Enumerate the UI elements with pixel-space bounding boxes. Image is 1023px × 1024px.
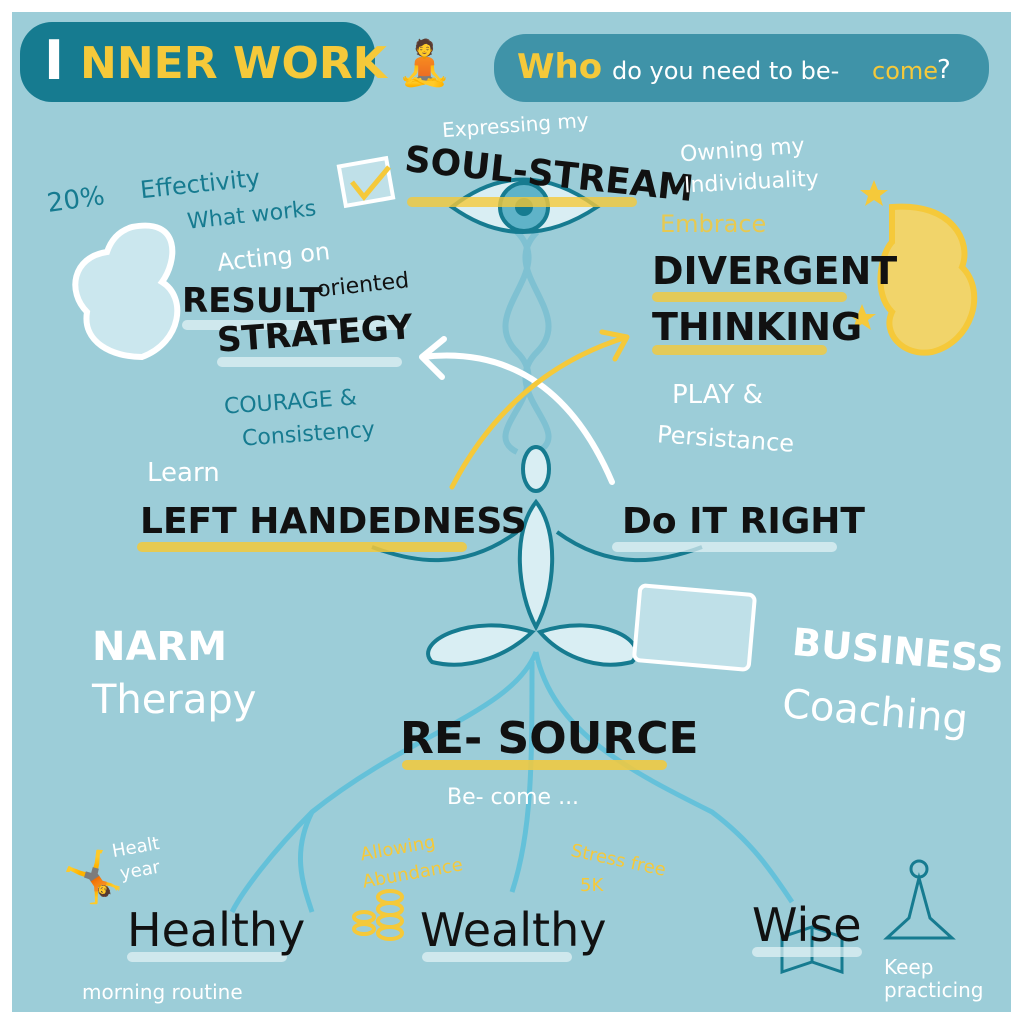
- yellow-arrow-icon: [449, 329, 630, 490]
- title-text: NNER WORK: [80, 38, 387, 89]
- highlight: [407, 197, 637, 207]
- practicing-label: practicing: [884, 978, 984, 1002]
- checkbox-icon: [336, 155, 396, 209]
- highlight: [652, 345, 827, 355]
- brain-left-icon: [72, 222, 181, 361]
- highlight: [182, 320, 407, 330]
- sketch-decorations: [72, 155, 978, 975]
- highlight: [422, 952, 572, 962]
- title-initial: I: [44, 29, 65, 92]
- morning-routine-label: morning routine: [82, 980, 243, 1004]
- sketchnote-canvas: I NNER WORK Who do you need to be- come …: [12, 12, 1011, 1012]
- thinking-heading: THINKING: [652, 305, 863, 349]
- title-banner: [20, 22, 375, 102]
- divergent-heading: DIVERGENT: [652, 249, 898, 293]
- brain-right-icon: [877, 203, 978, 356]
- handstand-figure-icon: 🤸: [62, 848, 125, 906]
- highlight: [127, 952, 287, 962]
- highlight: [137, 542, 467, 552]
- embrace-label: Embrace: [660, 210, 767, 238]
- do-it-right-heading: Do IT RIGHT: [622, 501, 865, 542]
- question-banner: [494, 34, 989, 102]
- keep-label: Keep: [884, 955, 934, 979]
- percent-label: 20%: [45, 181, 107, 219]
- result-heading: RESULT: [182, 281, 323, 321]
- learn-label: Learn: [147, 458, 220, 488]
- question-who: Who: [517, 47, 603, 87]
- left-handedness-heading: LEFT HANDEDNESS: [140, 501, 527, 542]
- coins-icon: [352, 889, 404, 941]
- highlight: [752, 947, 862, 957]
- yoga-figure-icon: [883, 859, 956, 940]
- healthy-heading: Healthy: [127, 903, 306, 957]
- meditating-figure-icon: [371, 445, 703, 667]
- question-mark: ?: [937, 55, 951, 85]
- therapy-heading: Therapy: [92, 677, 257, 723]
- highlight: [402, 760, 667, 770]
- highlight: [217, 357, 402, 367]
- dna-helix-icon: [502, 229, 552, 455]
- resource-heading: RE- SOURCE: [400, 713, 699, 764]
- wealthy-heading: Wealthy: [420, 903, 607, 957]
- highlight: [652, 292, 847, 302]
- meditation-header-icon: 🧘: [397, 38, 452, 89]
- question-mid: do you need to be-: [612, 57, 840, 85]
- star-icons: [848, 180, 888, 330]
- narm-heading: NARM: [92, 624, 228, 670]
- wise-heading: Wise: [752, 898, 862, 952]
- whiteboard-icon: [632, 583, 757, 672]
- become-label: Be- come ...: [447, 785, 580, 810]
- highlight: [612, 542, 837, 552]
- five-k-label: 5K: [580, 875, 604, 896]
- question-come: come: [872, 57, 939, 85]
- roots-illustration: [229, 651, 795, 914]
- white-arrow-icon: [419, 336, 615, 485]
- play-label: PLAY &: [672, 380, 763, 410]
